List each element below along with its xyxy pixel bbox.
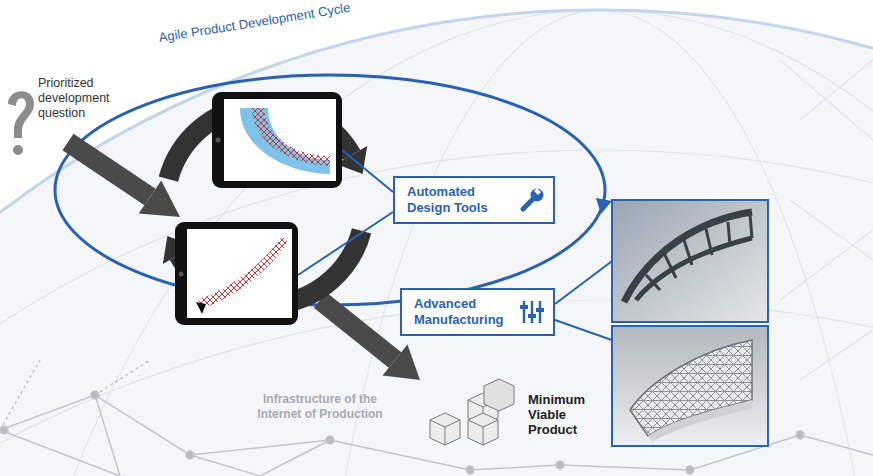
- network-mesh-part: [326, 436, 334, 444]
- sliders-icon: [520, 305, 528, 309]
- question-mark-part: [13, 145, 23, 155]
- box-text: Advanced Manufacturing: [414, 296, 509, 328]
- sliders-icon: [528, 314, 536, 318]
- flow-arrows-part: [139, 181, 180, 218]
- tablet-top: [212, 92, 342, 188]
- svg-part-part: [300, 10, 873, 476]
- tool-box: Automated Design Tools: [393, 176, 555, 224]
- flow-arrows-part: [320, 300, 395, 360]
- tool-box: Advanced Manufacturing: [400, 288, 555, 336]
- tablet-bottom-part: [196, 302, 206, 314]
- svg-part-part: [0, 10, 873, 476]
- leader-lines-part: [298, 212, 393, 275]
- photo-bracket-part: [612, 200, 768, 322]
- photo-bracket-part: [624, 212, 752, 302]
- product-cubes-part: [430, 413, 460, 445]
- flow-arrows-part: [68, 142, 150, 197]
- leader-lines-part: [342, 150, 393, 192]
- tablet-bottom-part: [179, 272, 184, 277]
- network-mesh-part: [686, 466, 694, 474]
- network-mesh-part: [466, 466, 474, 474]
- globe-part: [0, 10, 873, 476]
- question-mark: [8, 91, 34, 155]
- network-mesh-part: [556, 461, 564, 469]
- leader-lines: [298, 150, 640, 350]
- product-cubes-part: [468, 413, 498, 445]
- photo-bracket: [612, 200, 768, 322]
- wrench-icon: [534, 188, 541, 195]
- network-mesh-part: [186, 451, 194, 459]
- cycle-ellipse-part: [596, 198, 612, 214]
- wrench-icon: [519, 187, 545, 213]
- product-cubes-part: [484, 379, 514, 411]
- product-label: Minimum Viable Product: [528, 392, 604, 437]
- svg-part-part: [0, 150, 873, 476]
- tablet-top-part: [216, 138, 221, 143]
- tablet-top-part: [252, 108, 330, 166]
- network-mesh-part: [796, 431, 804, 439]
- box-text: Automated Design Tools: [407, 184, 509, 216]
- svg-part: [0, 10, 873, 476]
- cycle-ellipse-part: [55, 75, 605, 305]
- sliders-icon: [519, 299, 545, 325]
- wrench-icon: [519, 187, 545, 213]
- tablet-top-part: [212, 92, 342, 188]
- cycle-ellipse: [55, 75, 612, 305]
- photo-bracket-part: [646, 214, 752, 290]
- question-mark-part: [8, 91, 34, 138]
- photo-bracket-part: [636, 238, 752, 300]
- product-cubes-part: [430, 420, 460, 445]
- globe-part: [0, 10, 873, 476]
- photo-lattice: [612, 326, 768, 446]
- tablet-bottom-part: [175, 222, 298, 325]
- sliders-icon: [519, 299, 545, 325]
- tablet-bottom-part: [187, 229, 292, 318]
- wrench-icon: [523, 198, 534, 209]
- question-label: Prioritized development question: [38, 76, 130, 121]
- wrench-icon: [531, 189, 544, 202]
- tablet-bottom: [175, 222, 298, 325]
- tablet-bottom-part: [198, 236, 288, 308]
- globe: [0, 10, 873, 476]
- tablet-top-part: [240, 108, 330, 174]
- photo-lattice-part: [612, 326, 768, 446]
- product-cubes-part: [468, 420, 498, 445]
- network-mesh-part: [91, 391, 99, 399]
- svg-part-part: [780, 60, 873, 380]
- sliders-icon: [536, 308, 544, 312]
- flow-arrows-part: [383, 344, 421, 380]
- network-mesh-part: [0, 360, 150, 430]
- infrastructure-label: Infrastructure of the Internet of Produc…: [245, 392, 395, 422]
- network-mesh-part: [0, 426, 8, 434]
- cycle-title: Agile Product Development Cycle: [158, 0, 378, 45]
- tablet-top-part: [224, 99, 336, 181]
- product-cubes: [430, 379, 514, 445]
- photo-lattice-part: [648, 400, 752, 442]
